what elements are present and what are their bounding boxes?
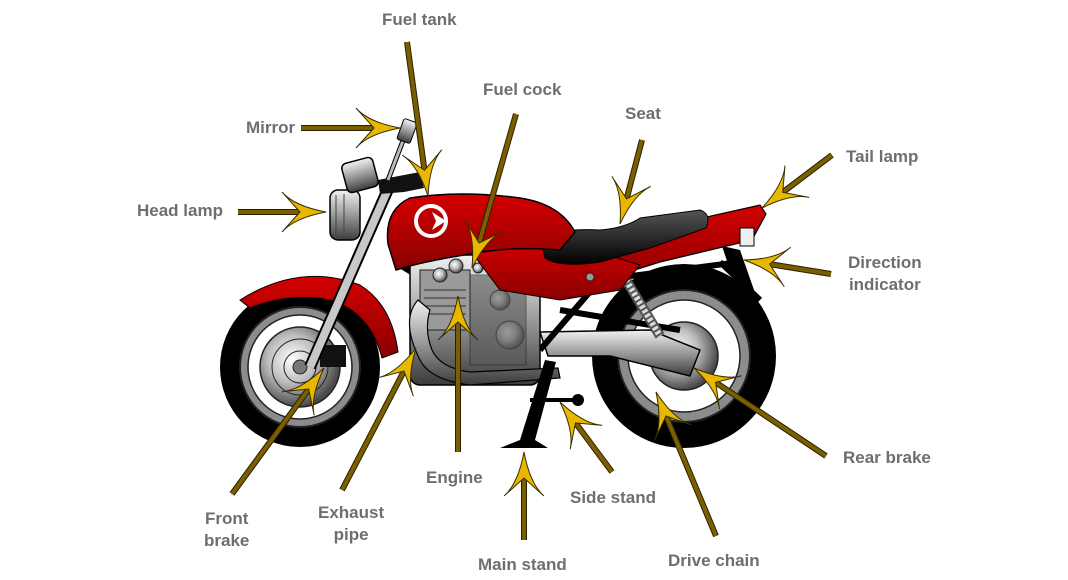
arrow-engine xyxy=(437,295,479,452)
front-fork xyxy=(304,177,398,370)
arrow-head xyxy=(401,149,443,197)
seat-cushion xyxy=(539,209,709,265)
arrow-head xyxy=(761,165,810,209)
arrow-shaft xyxy=(624,139,644,200)
label-engine: Engine xyxy=(426,468,483,487)
arrow-rear-brake xyxy=(693,367,828,459)
arrow-drive-chain xyxy=(654,391,719,538)
arrow-main-stand xyxy=(503,451,545,540)
label-direction-indicator-line1: Direction xyxy=(848,253,922,272)
arrow-shaft xyxy=(340,370,406,491)
arrow-head xyxy=(611,176,651,225)
front-brake-caliper xyxy=(320,345,346,367)
arrow-shaft xyxy=(769,262,832,276)
instrument-cluster xyxy=(341,156,379,194)
arrow-front-brake xyxy=(229,367,325,496)
rear-shock xyxy=(621,277,665,339)
swingarm xyxy=(538,329,701,377)
arrow-seat xyxy=(611,139,651,225)
arrow-head xyxy=(377,347,417,397)
label-direction-indicator: Direction indicator xyxy=(848,252,922,296)
label-front-brake-line2: brake xyxy=(204,531,250,550)
arrow-shaft xyxy=(573,421,614,474)
pointer-arrows xyxy=(229,41,834,540)
label-mirror: Mirror xyxy=(246,118,296,137)
label-head-lamp: Head lamp xyxy=(137,201,223,220)
label-seat: Seat xyxy=(625,104,661,123)
label-exhaust-pipe-line1: Exhaust xyxy=(318,503,385,522)
label-fuel-tank: Fuel tank xyxy=(382,10,457,29)
label-exhaust-pipe-line2: pipe xyxy=(333,525,369,544)
label-rear-brake: Rear brake xyxy=(843,448,931,467)
arrow-shaft xyxy=(714,380,828,458)
rear-indicator xyxy=(722,246,754,294)
arrow-head xyxy=(743,246,791,288)
arrow-head xyxy=(437,295,479,341)
arrow-exhaust-pipe xyxy=(339,347,417,492)
arrow-shaft xyxy=(781,153,834,194)
label-side-stand: Side stand xyxy=(570,488,656,507)
arrow-fuel-cock xyxy=(464,113,519,269)
label-fuel-cock: Fuel cock xyxy=(483,80,562,99)
label-tail-lamp: Tail lamp xyxy=(846,147,919,166)
arrow-head xyxy=(355,107,401,149)
arrow-shaft xyxy=(477,113,518,244)
arrow-head xyxy=(559,401,603,450)
brand-logo-icon xyxy=(414,204,448,238)
front-wheel xyxy=(220,287,380,447)
arrow-tail-lamp xyxy=(761,152,834,209)
arrow-shaft xyxy=(230,387,311,496)
label-front-brake: Front brake xyxy=(204,508,249,552)
label-drive-chain: Drive chain xyxy=(668,551,760,570)
arrow-head xyxy=(281,191,327,233)
arrow-fuel-tank xyxy=(401,41,443,197)
main-stand xyxy=(500,360,556,448)
arrow-head xyxy=(281,367,325,416)
arrow-head xyxy=(654,391,692,441)
handlebar xyxy=(378,172,424,194)
tail-light xyxy=(739,227,755,247)
arrow-head xyxy=(464,219,504,269)
arrow-head xyxy=(693,367,742,410)
front-fender xyxy=(239,275,399,359)
arrow-side-stand xyxy=(559,401,615,474)
arrow-shaft xyxy=(664,415,718,537)
arrow-mirror xyxy=(301,107,401,149)
label-front-brake-line1: Front xyxy=(204,509,249,528)
side-stand xyxy=(530,394,584,406)
arrow-head-lamp xyxy=(238,191,327,233)
mirror-part xyxy=(385,118,418,181)
arrow-direction-indicator xyxy=(743,246,832,288)
label-main-stand: Main stand xyxy=(478,555,567,574)
headlamp xyxy=(329,189,361,241)
arrow-head xyxy=(503,451,545,497)
label-exhaust-pipe: Exhaust pipe xyxy=(318,502,384,546)
arrow-shaft xyxy=(405,41,427,171)
label-direction-indicator-line2: indicator xyxy=(848,275,921,294)
